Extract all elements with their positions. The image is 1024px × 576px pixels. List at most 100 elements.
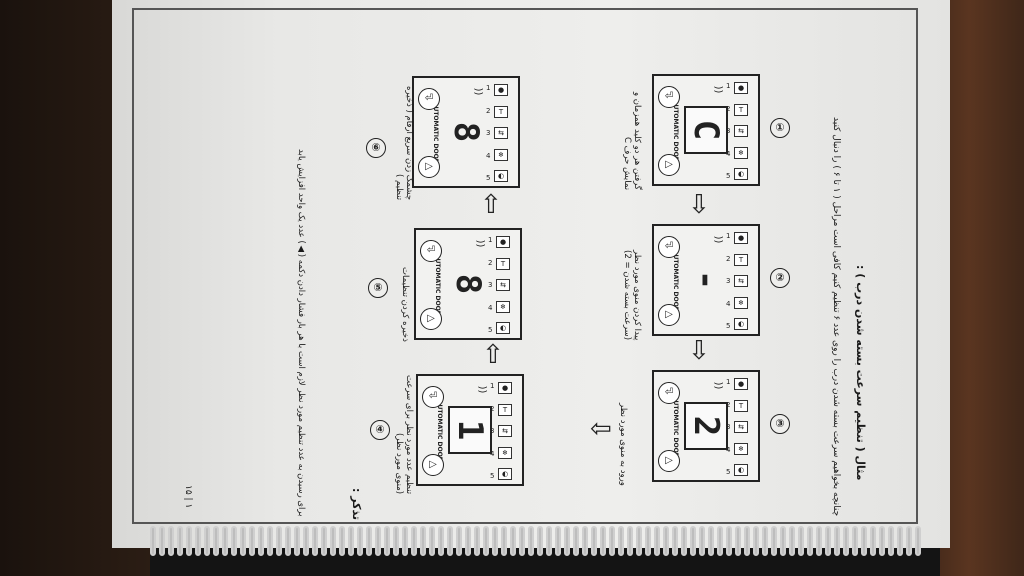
binding-coil <box>429 526 435 556</box>
binding-coil <box>870 526 876 556</box>
binding-coil <box>411 526 417 556</box>
binding-coil <box>636 526 642 556</box>
led-label: 5 <box>726 172 731 180</box>
led-label: 4 <box>726 445 731 454</box>
led-column: ● T ⇆ ❄ ◐ <box>498 382 518 480</box>
page-intro: چنانچه بخواهیم سرعت بسته شدن درب را روی … <box>830 116 841 516</box>
step-5-number: ⑤ <box>368 278 388 298</box>
step-6-number: ⑥ <box>366 138 386 158</box>
binding-coil <box>240 526 246 556</box>
enter-button[interactable]: ⏎ <box>658 86 680 108</box>
binding-coil <box>321 526 327 556</box>
enter-button[interactable]: ⏎ <box>418 88 440 110</box>
led-icon: ◐ <box>734 168 748 180</box>
led-labels: 1 2 3 4 5 <box>726 232 734 330</box>
led-icon: ◐ <box>734 318 748 330</box>
arrow-down-icon: ⇩ <box>688 190 710 220</box>
digit-display <box>684 106 728 154</box>
up-button[interactable]: ▷ <box>418 156 440 178</box>
step-1-panel: ● T ⇆ ❄ ◐ 1 2 3 4 5 C AUTOMATIC DOOR ⏎ ▷… <box>652 74 760 186</box>
led-label: 2 <box>488 258 493 267</box>
step-1-number: ① <box>770 118 790 138</box>
binding-coil <box>519 526 525 556</box>
led-label: 5 <box>490 472 495 480</box>
binding-coil <box>897 526 903 556</box>
binding-coil <box>546 526 552 556</box>
binding-coil <box>285 526 291 556</box>
manual-page: مثال ( تنظیم سرعت بسته شدن درب ) : چنانچ… <box>112 0 950 548</box>
led-label: 3 <box>488 281 493 289</box>
binding-coil <box>762 526 768 556</box>
signal-icon: )) <box>712 85 724 94</box>
led-label: 1 <box>726 378 731 386</box>
led-icon: ❄ <box>496 300 510 313</box>
binding-coil <box>303 526 309 556</box>
led-label: 4 <box>486 151 491 160</box>
led-column: ● T ⇆ ❄ ◐ <box>734 232 754 330</box>
enter-button[interactable]: ⏎ <box>420 240 442 262</box>
led-icon: ◐ <box>496 322 510 334</box>
binding-coil <box>780 526 786 556</box>
binding-coil <box>447 526 453 556</box>
step-4-caption: تنظیم عدد مورد نظر برای سرعت (منوی مورد … <box>393 374 414 494</box>
led-labels: 1 2 3 4 5 <box>486 84 494 182</box>
signal-icon: )) <box>476 385 488 394</box>
digit-value: C <box>686 119 726 141</box>
binding-coil <box>528 526 534 556</box>
binding-coil <box>618 526 624 556</box>
binding-coil <box>402 526 408 556</box>
binding-coil <box>825 526 831 556</box>
enter-button[interactable]: ⏎ <box>658 382 680 404</box>
signal-icon: )) <box>712 381 724 390</box>
up-button[interactable]: ▷ <box>658 304 680 326</box>
led-labels: 1 2 3 4 5 <box>726 378 734 476</box>
led-label: 5 <box>726 468 731 476</box>
step-3-panel: ● T ⇆ ❄ ◐ 1 2 3 4 5 2 AUTOMATIC DOOR ⏎ ▷… <box>652 370 760 482</box>
digit-display <box>448 406 492 454</box>
binding-coil <box>177 526 183 556</box>
binding-coil <box>726 526 732 556</box>
binding-coil <box>339 526 345 556</box>
binding-coil <box>357 526 363 556</box>
up-button[interactable]: ▷ <box>420 308 442 330</box>
binding-coil <box>465 526 471 556</box>
binding-coil <box>627 526 633 556</box>
led-icon: ● <box>734 232 748 244</box>
led-label: 3 <box>490 427 495 435</box>
step-5-panel: ● T ⇆ ❄ ◐ 1 2 3 4 5 8 AUTOMATIC DOOR ⏎ ▷… <box>414 228 522 340</box>
step-6-panel: ● T ⇆ ❄ ◐ 1 2 3 4 5 8 AUTOMATIC DOOR ⏎ ▷… <box>412 76 520 188</box>
binding-coil <box>888 526 894 556</box>
led-icon: ⇆ <box>734 275 748 287</box>
binding-coil <box>186 526 192 556</box>
binding-coil <box>267 526 273 556</box>
led-label: 3 <box>726 423 731 431</box>
binding-coil <box>645 526 651 556</box>
digit-value: 1 <box>450 419 490 441</box>
up-button[interactable]: ▷ <box>658 154 680 176</box>
digit-display <box>684 402 728 450</box>
up-button[interactable]: ▷ <box>658 450 680 472</box>
step-4-panel: ● T ⇆ ❄ ◐ 1 2 3 4 5 1 AUTOMATIC DOOR ⏎ ▷… <box>416 374 524 486</box>
brand-label: AUTOMATIC DOOR <box>672 396 679 458</box>
led-icon: ❄ <box>734 442 748 455</box>
binding-coil <box>564 526 570 556</box>
led-label: 4 <box>488 303 493 312</box>
led-icon: ◐ <box>498 468 512 480</box>
led-column: ● T ⇆ ❄ ◐ <box>496 236 516 334</box>
binding-coil <box>807 526 813 556</box>
step-2-panel: ● T ⇆ ❄ ◐ 1 2 3 4 5 - AUTOMATIC DOOR ⏎ ▷… <box>652 224 760 336</box>
led-label: 4 <box>490 449 495 458</box>
led-labels: 1 2 3 4 5 <box>488 236 496 334</box>
binding-coil <box>456 526 462 556</box>
led-icon: ❄ <box>734 146 748 159</box>
enter-button[interactable]: ⏎ <box>658 236 680 258</box>
binding-coil <box>753 526 759 556</box>
binding-coil <box>312 526 318 556</box>
led-icon: ◐ <box>494 170 508 182</box>
led-icon: ❄ <box>498 446 512 459</box>
binding-coil <box>744 526 750 556</box>
binding-coil <box>483 526 489 556</box>
up-button[interactable]: ▷ <box>422 454 444 476</box>
binding-coil <box>222 526 228 556</box>
enter-button[interactable]: ⏎ <box>422 386 444 408</box>
